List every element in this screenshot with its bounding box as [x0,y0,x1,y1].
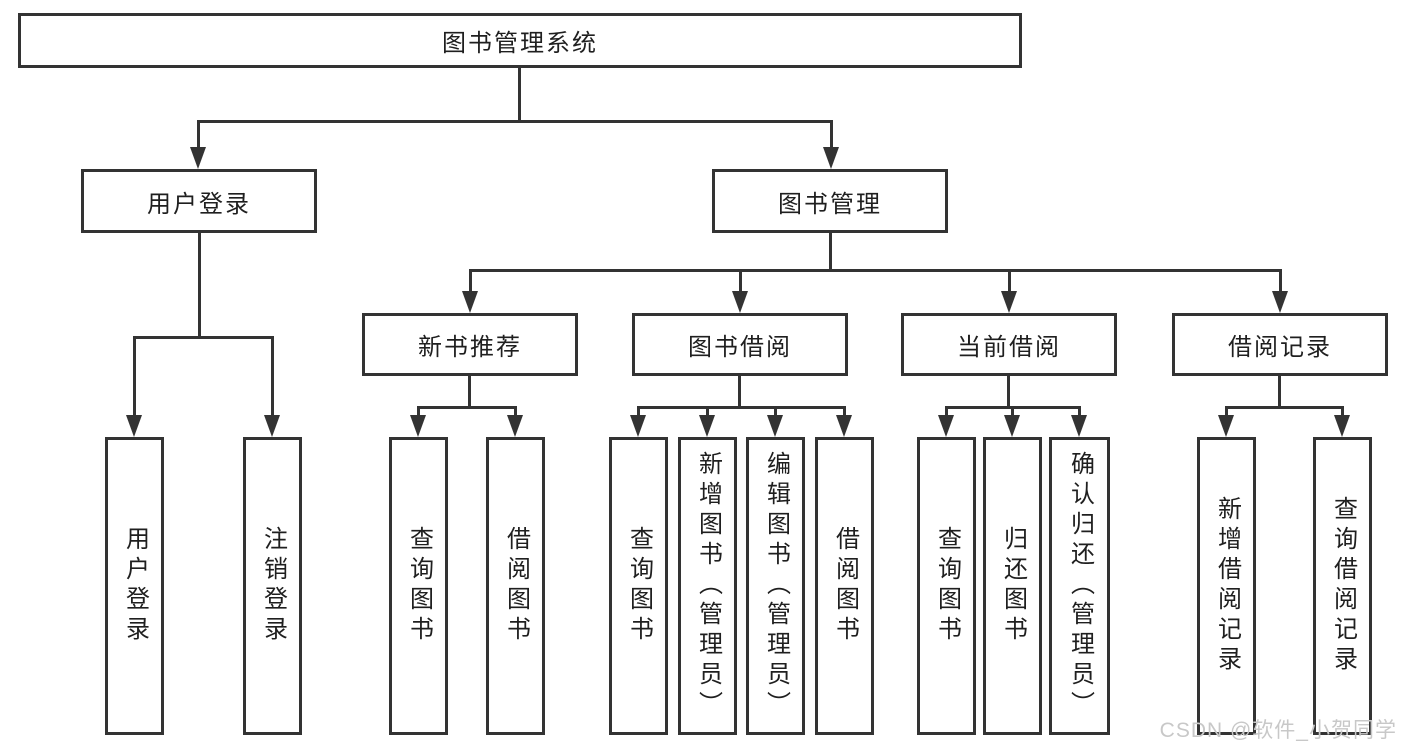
leaf-user-login: 用户登录 [105,437,164,735]
arrow-down-icon [699,415,715,437]
arrow-down-icon [264,415,280,437]
node-book-borrowing: 图书借阅 [632,313,848,376]
arrow-down-icon [462,291,478,313]
leaf-borrow-books-label: 借阅图书 [831,526,859,646]
connector-user-login-branch [133,336,274,339]
arrow-down-icon [410,415,426,437]
connector-drop-current-borrow [1008,269,1011,293]
leaf-return-books: 归还图书 [983,437,1042,735]
connector-new-book-branch [417,406,517,409]
leaf-add-books-admin: 新增图书（管理员） [678,437,737,735]
leaf-return-books-label: 归还图书 [999,526,1027,646]
leaf-confirm-return-admin-label: 确认归还（管理员） [1066,451,1094,721]
leaf-borrow-books-recommend-label: 借阅图书 [502,526,530,646]
node-user-login: 用户登录 [81,169,317,233]
leaf-edit-books-admin-label: 编辑图书（管理员） [762,451,790,721]
leaf-query-books-current-label: 查询图书 [933,526,961,646]
node-book-management-label: 图书管理 [778,190,882,218]
node-library-system-label: 图书管理系统 [442,30,598,57]
arrow-down-icon [1218,415,1234,437]
leaf-query-books-recommend-label: 查询图书 [405,526,433,646]
connector-user-login-stem [198,233,201,338]
arrow-down-icon [190,147,206,169]
connector-new-book-stem [468,376,471,408]
connector-book-borrow-stem [738,376,741,408]
connector-drop [706,406,709,417]
connector-drop-leaf-user-login [133,336,136,417]
node-borrowing-records-label: 借阅记录 [1228,334,1332,361]
connector-drop [1078,406,1081,417]
node-new-book-recommend-label: 新书推荐 [418,334,522,361]
connector-drop [945,406,948,417]
connector-root-stem [518,68,521,122]
arrow-down-icon [732,291,748,313]
connector-drop [774,406,777,417]
leaf-query-books-current: 查询图书 [917,437,976,735]
node-book-management: 图书管理 [712,169,948,233]
leaf-add-borrow-record: 新增借阅记录 [1197,437,1256,735]
node-new-book-recommend: 新书推荐 [362,313,578,376]
arrow-down-icon [938,415,954,437]
connector-drop [843,406,846,417]
arrow-down-icon [630,415,646,437]
arrow-down-icon [1334,415,1350,437]
leaf-logout-label: 注销登录 [259,526,287,646]
leaf-query-books-borrow: 查询图书 [609,437,668,735]
leaf-query-borrow-record: 查询借阅记录 [1313,437,1372,735]
leaf-add-borrow-record-label: 新增借阅记录 [1213,496,1241,676]
connector-book-management-stem [829,233,832,271]
leaf-query-books-borrow-label: 查询图书 [625,526,653,646]
connector-drop [1225,406,1228,417]
leaf-edit-books-admin: 编辑图书（管理员） [746,437,805,735]
node-library-system: 图书管理系统 [18,13,1022,68]
connector-drop [637,406,640,417]
arrow-down-icon [767,415,783,437]
connector-drop [514,406,517,417]
arrow-down-icon [823,147,839,169]
connector-drop [1341,406,1344,417]
arrow-down-icon [126,415,142,437]
connector-current-borrow-stem [1007,376,1010,408]
arrow-down-icon [507,415,523,437]
connector-drop-borrow-record [1279,269,1282,293]
connector-drop-book-borrow [739,269,742,293]
node-user-login-label: 用户登录 [147,190,251,218]
connector-drop-book-management [830,120,833,149]
node-borrowing-records: 借阅记录 [1172,313,1388,376]
leaf-borrow-books: 借阅图书 [815,437,874,735]
connector-drop-user-login [197,120,200,149]
connector-book-borrow-branch [637,406,846,409]
arrow-down-icon [836,415,852,437]
leaf-logout: 注销登录 [243,437,302,735]
connector-drop [417,406,420,417]
arrow-down-icon [1004,415,1020,437]
leaf-confirm-return-admin: 确认归还（管理员） [1049,437,1110,735]
node-current-borrowing: 当前借阅 [901,313,1117,376]
connector-root-branch [197,120,832,123]
connector-book-management-branch [469,269,1280,272]
leaf-user-login-label: 用户登录 [121,526,149,646]
leaf-query-books-recommend: 查询图书 [389,437,448,735]
arrow-down-icon [1272,291,1288,313]
leaf-borrow-books-recommend: 借阅图书 [486,437,545,735]
connector-drop [1011,406,1014,417]
connector-drop-new-book [469,269,472,293]
arrow-down-icon [1001,291,1017,313]
arrow-down-icon [1071,415,1087,437]
node-book-borrowing-label: 图书借阅 [688,334,792,361]
csdn-watermark: CSDN @软件_小贺同学 [1159,719,1397,742]
leaf-add-books-admin-label: 新增图书（管理员） [694,451,722,721]
connector-drop-leaf-logout [271,336,274,417]
node-current-borrowing-label: 当前借阅 [957,334,1061,361]
connector-borrow-record-branch [1225,406,1344,409]
leaf-query-borrow-record-label: 查询借阅记录 [1329,496,1357,676]
connector-borrow-record-stem [1278,376,1281,408]
